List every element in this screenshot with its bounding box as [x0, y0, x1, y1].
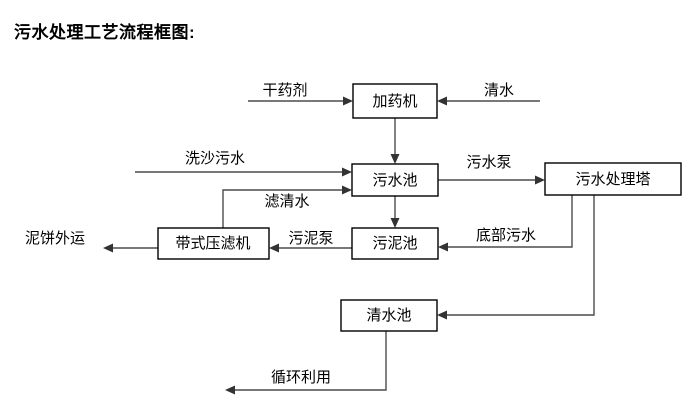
flow-sludge-to-press — [269, 243, 352, 253]
flow-dosing-to-sewage-pool — [390, 118, 400, 164]
node-belt-filter-press[interactable]: 带式压滤机 — [157, 227, 270, 260]
terminal-clean-water-in-label: 清水 — [484, 82, 514, 99]
node-sewage-pool-label: 污水池 — [372, 172, 417, 189]
node-sludge-pool[interactable]: 污泥池 — [351, 227, 439, 260]
node-belt-filter-press-label: 带式压滤机 — [175, 235, 250, 252]
node-dosing-machine-label: 加药机 — [372, 93, 417, 110]
node-clean-water-pool[interactable]: 清水池 — [340, 299, 438, 332]
flow-tower-to-clean-water — [437, 195, 595, 320]
flow-sewage-pool-to-tower — [438, 175, 545, 185]
edge-label-filtered-clear-water: 滤清水 — [264, 193, 309, 210]
flow-dry-agent-to-dosing — [248, 96, 353, 106]
page-title: 污水处理工艺流程框图: — [14, 23, 196, 42]
terminal-sand-wash-sewage-label: 洗沙污水 — [185, 150, 245, 167]
flow-sewage-pool-to-sludge — [390, 196, 400, 228]
edge-label-recycle-use: 循环利用 — [271, 369, 331, 386]
flow-tower-to-sludge — [438, 195, 573, 252]
flow-sand-wash-to-sewage-pool — [135, 167, 352, 177]
edge-label-sludge-pump: 污泥泵 — [288, 230, 333, 247]
flow-press-to-sewage-pool — [222, 185, 352, 228]
flow-press-to-mud-cake — [103, 243, 158, 253]
node-clean-water-pool-label: 清水池 — [366, 307, 411, 324]
edge-label-sewage-pump: 污水泵 — [466, 154, 511, 171]
terminal-mud-cake-out-label: 泥饼外运 — [25, 230, 85, 247]
node-sewage-pool[interactable]: 污水池 — [351, 163, 439, 197]
node-sewage-treatment-tower-label: 污水处理塔 — [575, 171, 650, 188]
node-dosing-machine[interactable]: 加药机 — [352, 83, 438, 119]
flow-clean-water-recycle — [225, 331, 387, 395]
terminal-dry-agent-label: 干药剂 — [262, 82, 307, 99]
node-sludge-pool-label: 污泥池 — [372, 235, 417, 252]
edge-label-bottom-sewage: 底部污水 — [476, 227, 536, 244]
flow-clean-water-to-dosing — [437, 96, 540, 106]
node-sewage-treatment-tower[interactable]: 污水处理塔 — [544, 162, 682, 196]
